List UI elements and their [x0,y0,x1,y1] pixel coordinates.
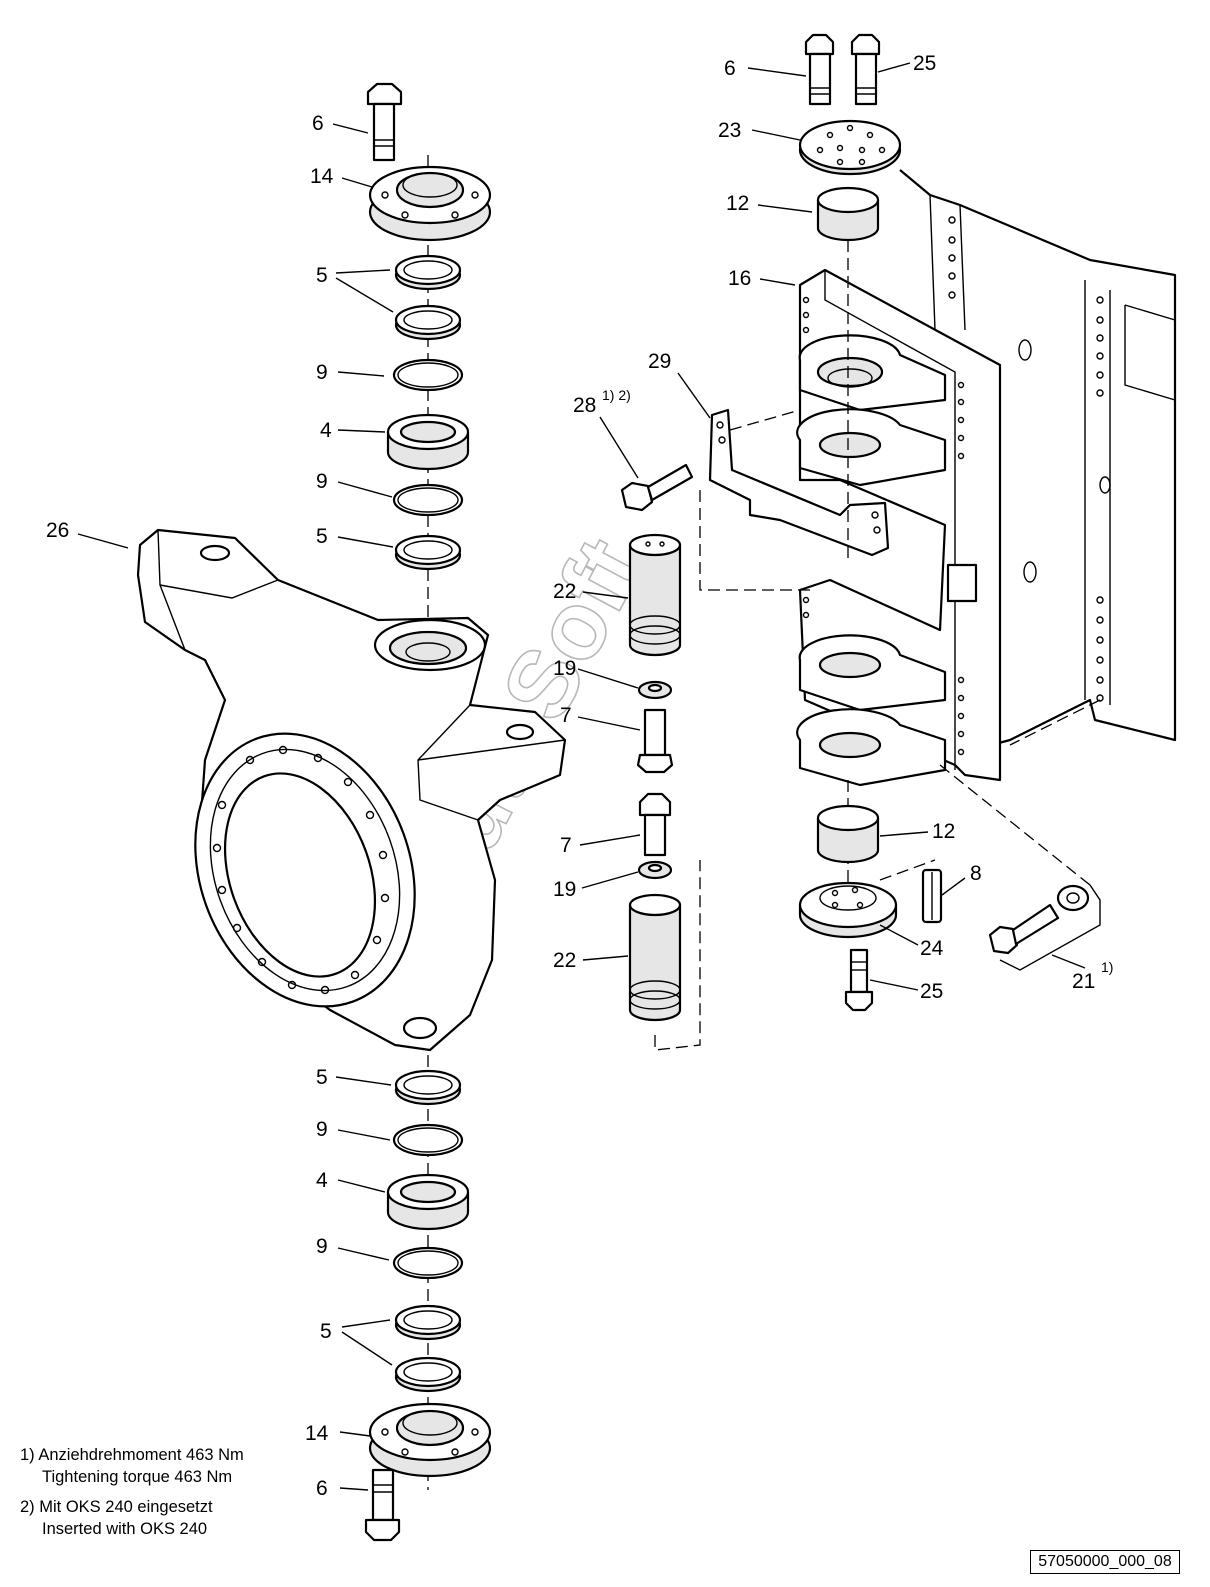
callout-7-bottom: 7 [560,834,572,857]
bearing-4-a [386,413,470,471]
washer-19-top [637,680,673,700]
callout-19-top: 19 [553,657,576,680]
callout-26: 26 [46,519,69,542]
ring-5-a [394,254,462,291]
ring-5-e [394,1304,462,1341]
ring-5-b [394,304,462,341]
callout-28-notes: 1) 2) [602,387,631,403]
pin-top-axis [699,490,810,591]
plate-29 [708,408,890,557]
callout-25-top: 25 [913,52,936,75]
bracket-16 [796,268,1002,787]
callout-5-bottom: 5 [320,1320,332,1343]
footnote-2: 2) Mit OKS 240 eingesetzt Inserted with … [20,1496,320,1540]
footnote-2-german: Mit OKS 240 eingesetzt [39,1498,213,1516]
plate-axis [729,409,801,431]
cap-23 [798,119,902,176]
footnote-1-english: Tightening torque 463 Nm [42,1468,233,1486]
bolt-25-bottom [844,948,874,1012]
footnote-2-english: Inserted with OKS 240 [42,1520,208,1538]
bolt-21-axis [939,764,1091,886]
bearing-4-b [386,1173,470,1231]
callout-6-right: 6 [724,57,736,80]
pin-22-top [628,533,682,657]
callout-6-bottom: 6 [316,1477,328,1500]
callout-5-top: 5 [316,264,328,287]
callout-23: 23 [718,119,741,142]
callout-14-bottom: 14 [305,1422,329,1445]
callout-22-bottom: 22 [553,949,576,972]
callout-5-lower: 5 [316,1066,328,1089]
ring-5-c [394,534,462,571]
snap-ring-9-a [392,358,464,392]
callout-16: 16 [728,267,751,290]
flange-14-bottom [368,1402,492,1478]
callout-22-top: 22 [553,580,576,603]
pin-bottom-axis [654,860,701,1051]
footnotes: 1) Anziehdrehmoment 463 Nm Tightening to… [20,1444,320,1548]
bolt-6-bottom [364,1468,401,1542]
callout-6-top: 6 [312,112,324,135]
callout-25-bottom: 25 [920,980,943,1003]
pin-8-axis [879,859,936,881]
callout-8: 8 [970,862,982,885]
callout-7-top: 7 [560,704,572,727]
ring-5-f [394,1356,462,1393]
bolt-21 [988,884,1090,955]
bolt-21-bracket [999,884,1101,971]
snap-ring-9-d [392,1246,464,1280]
footnote-1-german: Anziehdrehmoment 463 Nm [38,1446,244,1464]
callout-21: 21 [1072,970,1095,993]
callout-12-bottom: 12 [932,820,955,843]
bushing-12-bottom [816,804,880,864]
cap-24 [798,881,898,939]
footnote-1-marker: 1) [20,1446,35,1464]
bolt-7-top [636,708,674,774]
callout-4-bottom: 4 [316,1169,328,1192]
footnote-2-marker: 2) [20,1498,35,1516]
steering-knuckle-26 [136,528,567,1052]
callout-9-c: 9 [316,1118,328,1141]
snap-ring-9-b [392,483,464,517]
callout-29: 29 [648,350,671,373]
callout-12-top: 12 [726,192,749,215]
ring-5-d [394,1069,462,1106]
callout-28: 28 [573,394,596,417]
callout-19-bottom: 19 [553,878,576,901]
leader-lines [77,62,1086,1491]
bolt-7-bottom [638,792,672,857]
snap-ring-9-c [392,1123,464,1157]
callout-21-note: 1) [1101,959,1113,975]
footnote-1: 1) Anziehdrehmoment 463 Nm Tightening to… [20,1444,320,1488]
callout-24: 24 [920,937,944,960]
callout-9-a: 9 [316,361,328,384]
bolt-6-top [366,82,403,162]
pin-8 [921,868,943,924]
drawing-number: 57050000_000_08 [1030,1550,1180,1574]
callout-9-d: 9 [316,1235,328,1258]
callout-4-top: 4 [320,419,332,442]
callout-5-middle: 5 [316,525,328,548]
bushing-12-top [816,186,880,242]
bolt-28 [620,463,694,512]
bolt-25-top [850,33,881,106]
callout-9-b: 9 [316,470,328,493]
callout-14-top: 14 [310,165,334,188]
washer-19-bottom [637,860,673,880]
frame-axis [1009,699,1101,746]
pin-22-bottom [628,893,682,1022]
flange-14-top [368,165,492,242]
bolt-6-right [804,33,835,106]
